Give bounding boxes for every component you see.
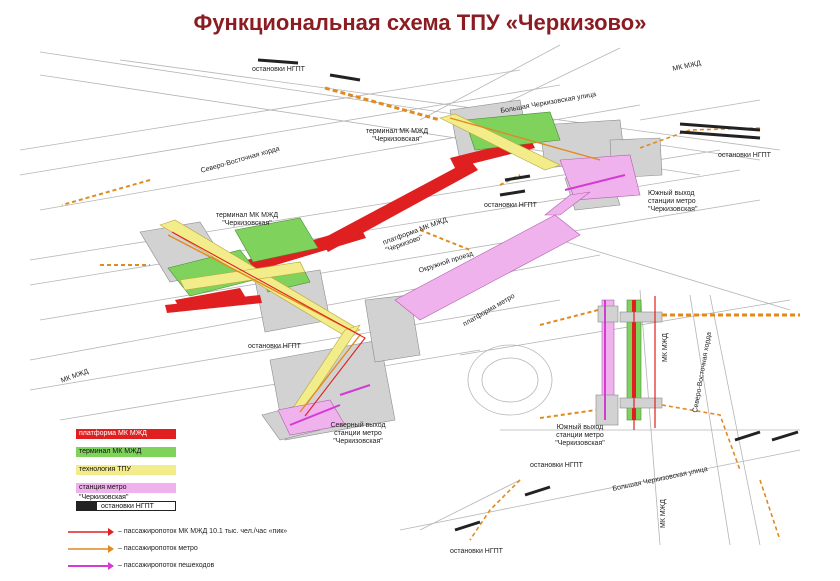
label-terminal-north-line2: "Черкизовская" (372, 136, 422, 143)
label-inset-south-exit: Южный выход станции метро "Черкизовская" (550, 424, 610, 448)
label-south-exit: Южный выход станции метро "Черкизовская" (648, 190, 697, 214)
label-north-exit-line2: станции метро (334, 430, 382, 437)
label-inset-mk-mzd-bottom: МК МЖД (660, 499, 667, 528)
label-stop-ngpt-right-top: остановки НГПТ (718, 152, 771, 159)
flow-item-metro: – пассажиропоток метро (68, 544, 328, 554)
ngpt-stops (257, 58, 761, 197)
label-south-exit-line1: Южный выход (648, 190, 695, 197)
flow-item-pedestrian: – пассажиропоток пешеходов (68, 561, 328, 571)
legend-item-ngpt: остановки НГПТ (76, 501, 176, 511)
flow-label-mzd: – пассажиропоток МК МЖД 10.1 тыс. чел./ч… (118, 528, 288, 535)
label-terminal-north-line1: терминал МК МЖД (365, 128, 429, 135)
flow-label-metro: – пассажиропоток метро (118, 545, 198, 552)
label-north-exit: Северный выход станции метро "Черкизовск… (318, 422, 398, 446)
metro-station (277, 154, 641, 436)
flow-label-pedestrian: – пассажиропоток пешеходов (118, 562, 215, 569)
flow-arrow-red-icon (68, 528, 114, 536)
label-south-exit-line2: станции метро (648, 198, 696, 205)
label-stop-ngpt-left: остановки НГПТ (248, 343, 301, 350)
label-inset-south-exit-line1: Южный выход (556, 424, 604, 431)
label-north-exit-line1: Северный выход (330, 422, 386, 429)
label-inset-stop-ngpt-1: остановки НГПТ (530, 462, 583, 469)
legend-ngpt-label: остановки НГПТ (101, 503, 154, 510)
inset-map (399, 289, 801, 546)
label-inset-south-exit-line3: "Черкизовская" (555, 440, 605, 447)
legend-ngpt-swatch (77, 502, 97, 510)
label-terminal-west-line2: "Черкизовская" (222, 220, 272, 227)
legend-item-metro: станция метро "Черкизовская" (76, 483, 176, 501)
label-inset-mk-mzd-vertical: МК МЖД (662, 333, 669, 362)
flow-arrow-orange-icon (68, 545, 114, 553)
label-terminal-west-line1: терминал МК МЖД (215, 212, 279, 219)
label-terminal-west: терминал МК МЖД "Черкизовская" (212, 212, 282, 228)
legend-item-platform: платформа МК МЖД (76, 429, 176, 439)
label-south-exit-line3: "Черкизовская" (648, 206, 698, 213)
label-inset-south-exit-line2: станции метро (556, 432, 604, 439)
label-terminal-north: терминал МК МЖД "Черкизовская" (362, 128, 432, 144)
label-stop-ngpt-mid: остановки НГПТ (484, 202, 537, 209)
label-stop-ngpt-top: остановки НГПТ (252, 66, 305, 73)
legend-item-tpu: технология ТПУ (76, 465, 176, 475)
label-north-exit-line3: "Черкизовская" (333, 438, 383, 445)
tpu-technology (159, 113, 561, 421)
flow-item-mzd: – пассажиропоток МК МЖД 10.1 тыс. чел./ч… (68, 527, 328, 537)
legend-item-terminal: терминал МК МЖД (76, 447, 176, 457)
flow-arrow-magenta-icon (68, 562, 114, 570)
page-title: Функциональная схема ТПУ «Черкизово» (193, 10, 647, 35)
label-inset-stop-ngpt-2: остановки НГПТ (450, 548, 503, 555)
